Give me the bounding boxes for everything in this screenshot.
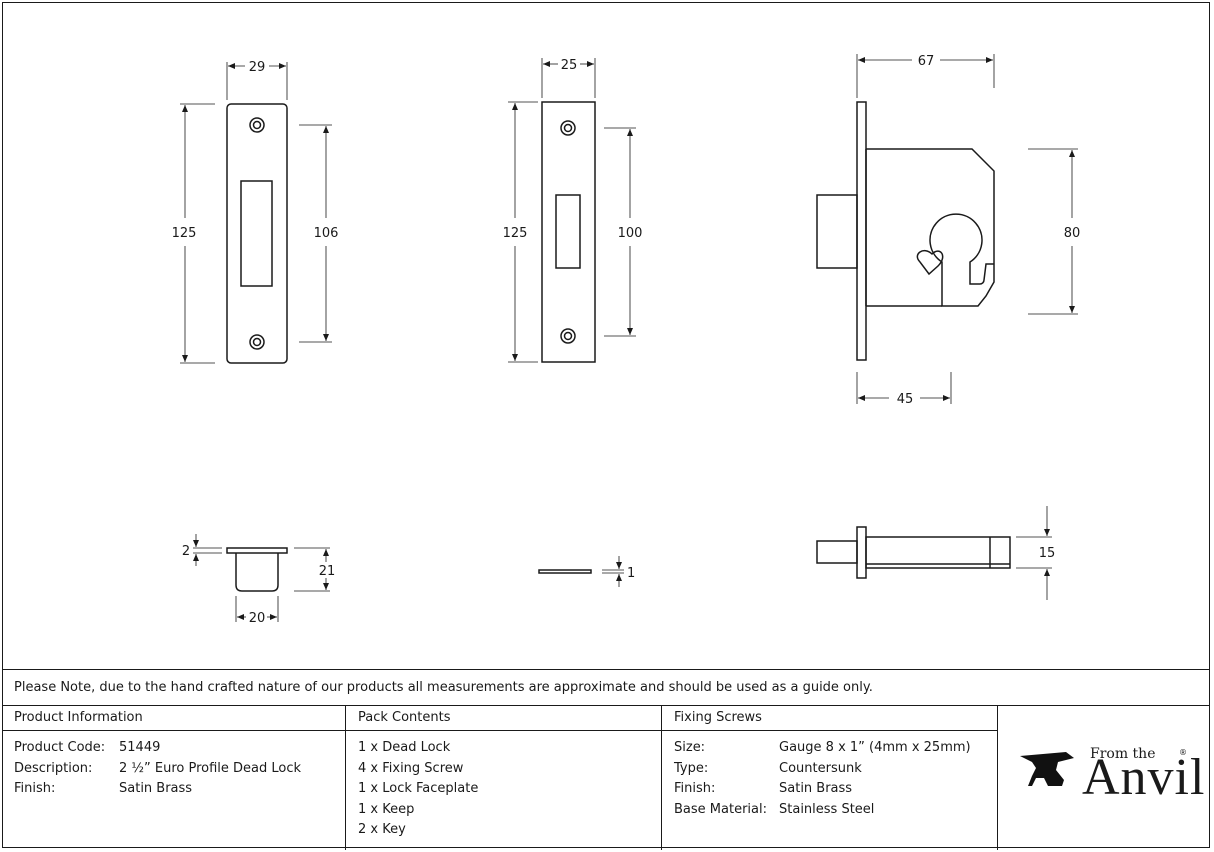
faceplate-dimension-lines	[508, 58, 636, 363]
keep-front-view	[226, 103, 288, 364]
deadlock-side-view	[816, 101, 995, 361]
deadlock-plan-dimension-lines	[1016, 506, 1052, 600]
keep-dimension-lines	[180, 62, 332, 364]
screw-material-row: Base Material:Stainless Steel	[674, 801, 875, 817]
dim-lock-thickness: 15	[1039, 546, 1056, 561]
fixing-screws-panel: Fixing Screws Size:Gauge 8 x 1” (4mm x 2…	[662, 706, 998, 850]
deadlock-plan-view	[816, 526, 1011, 579]
screw-finish-row: Finish:Satin Brass	[674, 781, 853, 796]
dim-keep-fixing-centres: 106	[314, 226, 339, 241]
from-the-text: From the	[1090, 746, 1156, 762]
finish-row: Finish:Satin Brass	[14, 781, 193, 796]
dim-keep-box-width: 20	[249, 611, 266, 626]
dim-body-depth: 67	[918, 54, 935, 69]
dim-keep-lip: 2	[182, 544, 190, 559]
dim-faceplate-height: 125	[503, 226, 528, 241]
technical-drawing: 29 125 106 25 125 100 67 80 45 2 21 20 1…	[172, 54, 1081, 626]
pack-item: 2 x Key	[358, 822, 406, 837]
pack-item: 1 x Lock Faceplate	[358, 781, 479, 796]
dim-faceplate-thickness: 1	[627, 566, 635, 581]
screw-type-row: Type:Countersunk	[674, 760, 862, 776]
faceplate-edge-dimension-lines	[602, 556, 624, 587]
brand-name: Anvil	[1082, 749, 1206, 806]
anvil-icon	[1020, 752, 1074, 786]
faceplate-edge-view	[538, 569, 592, 574]
anvil-logo: From the Anvil ®	[998, 706, 1210, 850]
keep-plan-view	[226, 547, 288, 592]
description-row: Description:2 ½” Euro Profile Dead Lock	[14, 760, 302, 776]
pack-item: 1 x Dead Lock	[358, 740, 451, 755]
fixing-screws-heading: Fixing Screws	[662, 706, 997, 731]
product-information-heading: Product Information	[2, 706, 345, 731]
dim-faceplate-fixing-centres: 100	[618, 226, 643, 241]
product-information-panel: Product Information Product Code:51449 D…	[2, 706, 346, 850]
faceplate-front-view	[541, 101, 596, 363]
screw-size-row: Size:Gauge 8 x 1” (4mm x 25mm)	[674, 740, 971, 755]
dim-keep-width: 29	[249, 60, 266, 75]
pack-item: 4 x Fixing Screw	[358, 760, 464, 776]
dim-faceplate-width: 25	[561, 58, 578, 73]
pack-contents-panel: Pack Contents 1 x Dead Lock 4 x Fixing S…	[346, 706, 662, 850]
product-code-row: Product Code:51449	[14, 740, 161, 755]
deadlock-dimension-lines	[856, 54, 1078, 404]
measurement-note: Please Note, due to the hand crafted nat…	[2, 669, 1210, 706]
registered-mark: ®	[1179, 748, 1187, 757]
dim-keep-height: 125	[172, 226, 197, 241]
dim-backset: 45	[897, 392, 914, 407]
dim-body-height: 80	[1064, 226, 1081, 241]
keep-plan-dimension-lines	[193, 534, 330, 622]
dim-keep-depth: 21	[319, 564, 336, 579]
pack-item: 1 x Keep	[358, 801, 415, 817]
pack-contents-heading: Pack Contents	[346, 706, 661, 731]
